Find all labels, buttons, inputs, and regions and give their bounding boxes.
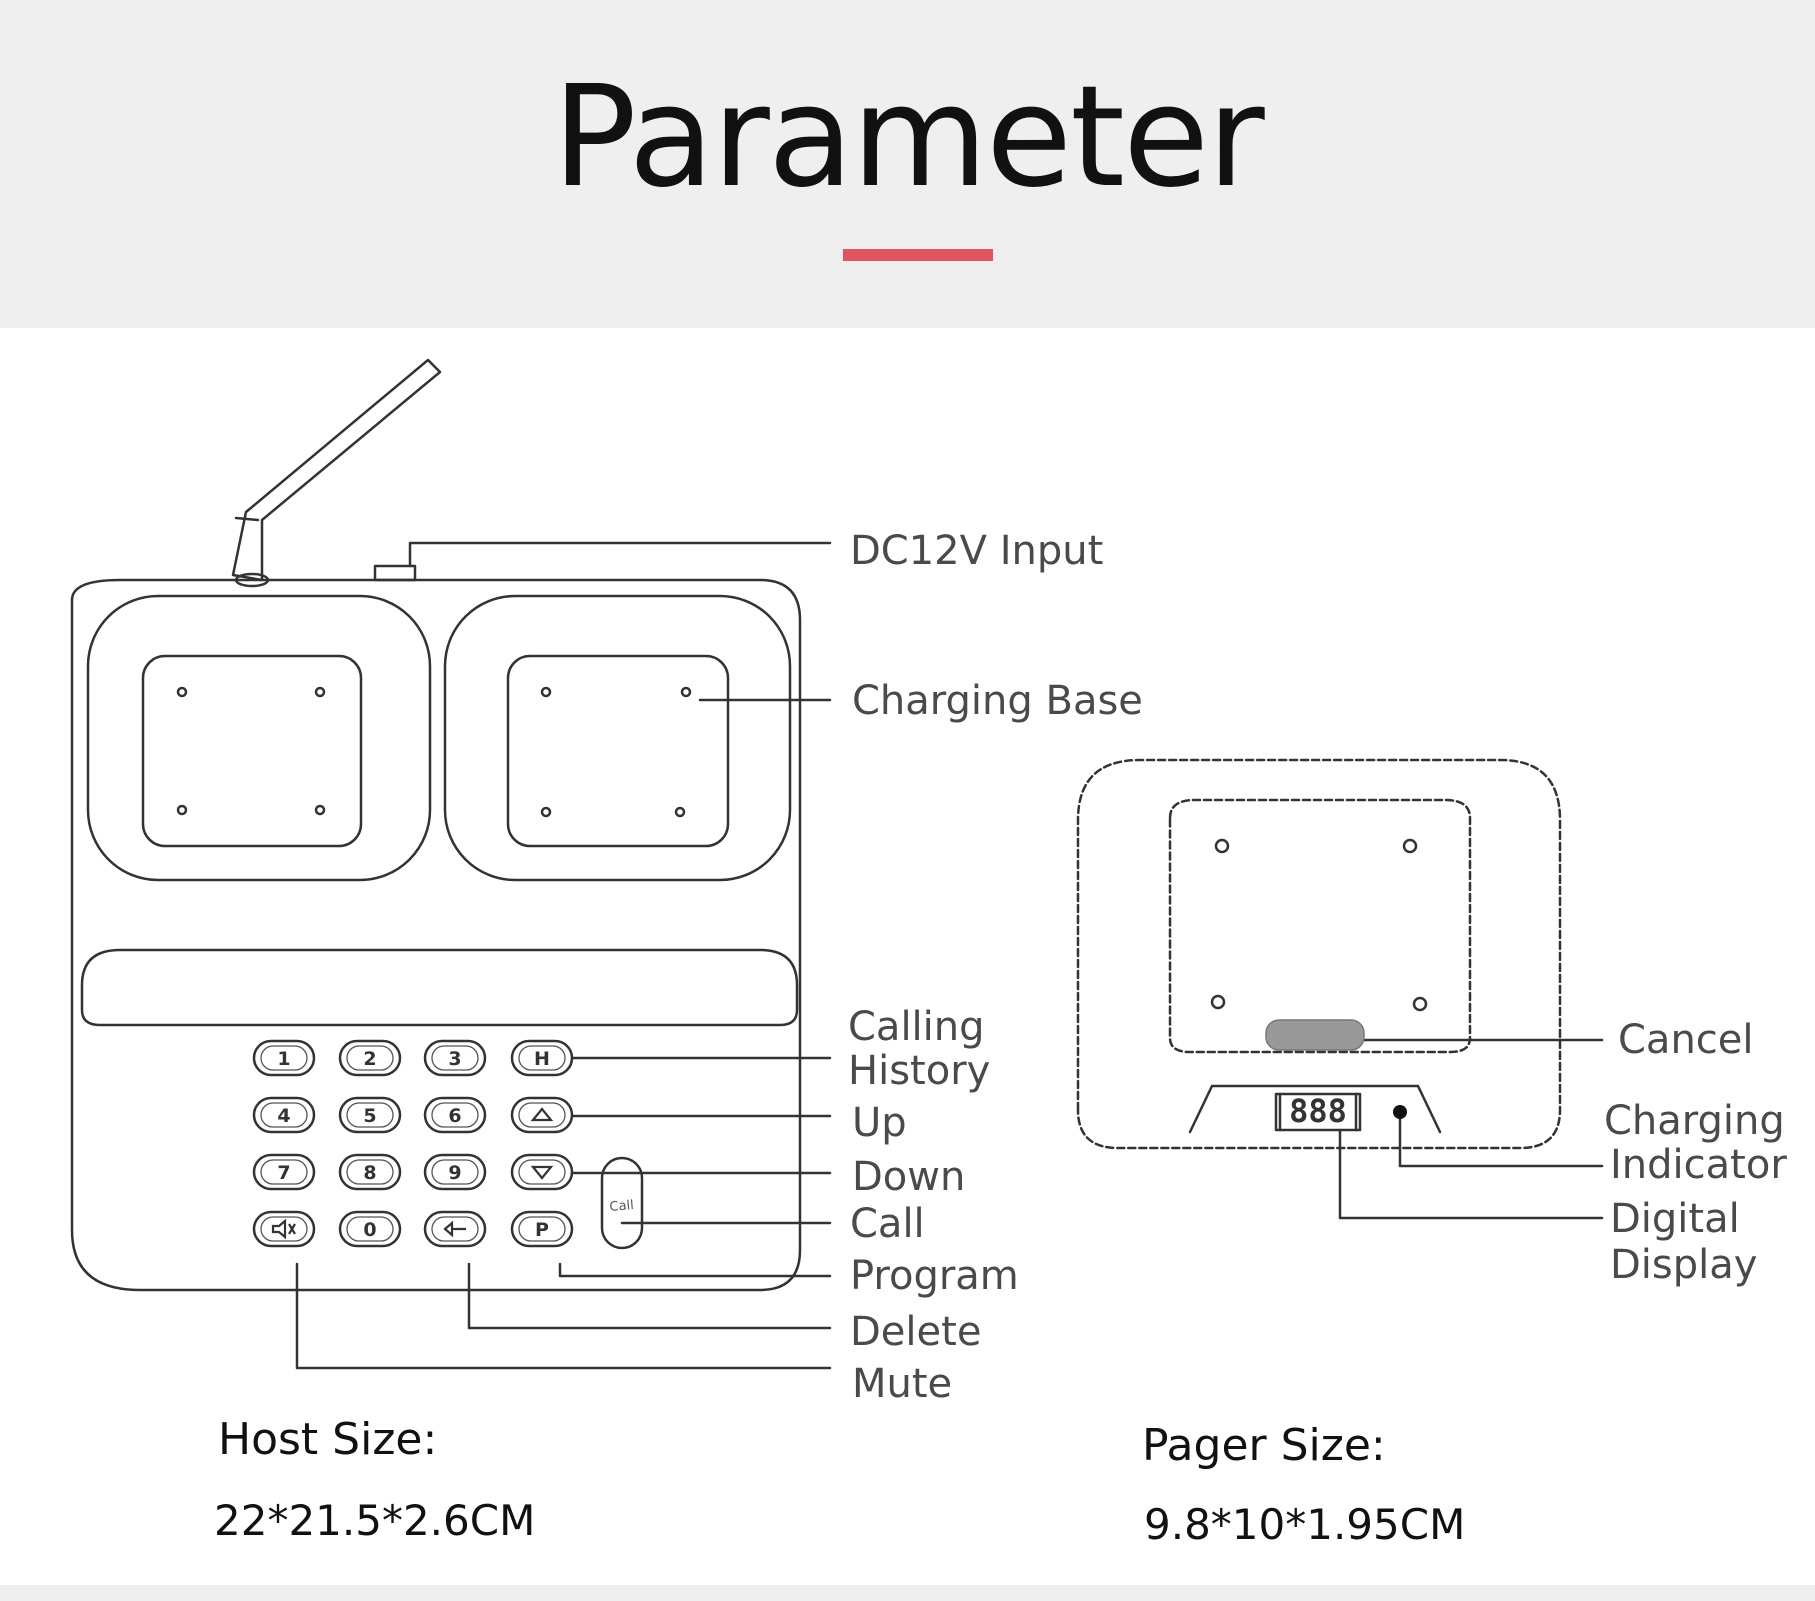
label-charging-indicator-2: Indicator xyxy=(1610,1142,1787,1188)
delete-icon xyxy=(443,1220,466,1238)
key-3-label: 3 xyxy=(448,1048,461,1070)
key-mute[interactable] xyxy=(252,1210,316,1248)
display-digits: 888 xyxy=(1289,1092,1347,1130)
key-up[interactable] xyxy=(510,1096,574,1134)
label-call: Call xyxy=(850,1201,925,1247)
key-down[interactable] xyxy=(510,1153,574,1191)
header-band: Parameter xyxy=(0,0,1815,328)
key-7[interactable]: 7 xyxy=(252,1153,316,1191)
key-6-label: 6 xyxy=(448,1105,461,1127)
key-2[interactable]: 2 xyxy=(338,1039,402,1077)
pager-slot xyxy=(80,948,799,1027)
call-key-label: Call xyxy=(609,1198,634,1215)
label-delete: Delete xyxy=(850,1309,982,1355)
key-0-label: 0 xyxy=(363,1219,376,1241)
label-program: Program xyxy=(850,1253,1019,1299)
charging-indicator-dot xyxy=(1393,1105,1407,1119)
host-size-value: 22*21.5*2.6CM xyxy=(214,1496,536,1545)
key-5-label: 5 xyxy=(363,1105,376,1127)
mute-icon xyxy=(271,1218,296,1240)
digital-display xyxy=(1274,1092,1362,1132)
pager-size-label: Pager Size: xyxy=(1142,1420,1386,1471)
label-dc-input: DC12V Input xyxy=(850,528,1104,574)
pager-bottom-module xyxy=(1188,1084,1442,1134)
footer-strip xyxy=(0,1585,1815,1601)
charging-plate-left xyxy=(141,654,363,848)
host-body xyxy=(70,578,802,1292)
key-2-label: 2 xyxy=(363,1048,376,1070)
pager-body xyxy=(1076,758,1562,1150)
key-7-label: 7 xyxy=(277,1162,290,1184)
label-digital-display-2: Display xyxy=(1610,1242,1758,1288)
label-up: Up xyxy=(852,1100,907,1146)
label-digital-display-1: Digital xyxy=(1610,1196,1740,1242)
key-4-label: 4 xyxy=(277,1105,290,1127)
key-5[interactable]: 5 xyxy=(338,1096,402,1134)
key-0[interactable]: 0 xyxy=(338,1210,402,1248)
label-cancel: Cancel xyxy=(1618,1017,1754,1063)
key-9-label: 9 xyxy=(448,1162,461,1184)
key-8[interactable]: 8 xyxy=(338,1153,402,1191)
call-key[interactable] xyxy=(600,1156,644,1250)
label-mute: Mute xyxy=(852,1361,953,1407)
cancel-button[interactable] xyxy=(1265,1019,1365,1051)
key-8-label: 8 xyxy=(363,1162,376,1184)
up-icon xyxy=(530,1107,554,1122)
host-size-label: Host Size: xyxy=(218,1414,438,1465)
down-icon xyxy=(530,1165,554,1180)
key-program-label: P xyxy=(535,1219,549,1241)
key-6[interactable]: 6 xyxy=(423,1096,487,1134)
key-history-label: H xyxy=(534,1048,550,1070)
key-program[interactable]: P xyxy=(510,1210,574,1248)
label-calling-history-2: History xyxy=(848,1048,991,1094)
label-charging-base: Charging Base xyxy=(852,678,1143,724)
charging-pad-right xyxy=(443,594,792,882)
label-charging-indicator-1: Charging xyxy=(1604,1098,1785,1144)
title-underline xyxy=(843,249,993,261)
key-history[interactable]: H xyxy=(510,1039,574,1077)
keypad: 1 2 3 H 4 5 6 7 8 9 0 P xyxy=(252,1039,574,1248)
key-9[interactable]: 9 xyxy=(423,1153,487,1191)
label-calling-history-1: Calling xyxy=(848,1004,985,1050)
key-1-label: 1 xyxy=(277,1048,290,1070)
label-down: Down xyxy=(852,1154,966,1200)
key-3[interactable]: 3 xyxy=(423,1039,487,1077)
charging-plate-right xyxy=(506,654,730,848)
dc-input-port xyxy=(373,564,417,582)
pager-size-value: 9.8*10*1.95CM xyxy=(1144,1500,1466,1549)
key-1[interactable]: 1 xyxy=(252,1039,316,1077)
page-title: Parameter xyxy=(552,56,1264,219)
charging-pad-left xyxy=(86,594,432,882)
pager-back-plate xyxy=(1168,798,1472,1054)
key-delete[interactable] xyxy=(423,1210,487,1248)
key-4[interactable]: 4 xyxy=(252,1096,316,1134)
